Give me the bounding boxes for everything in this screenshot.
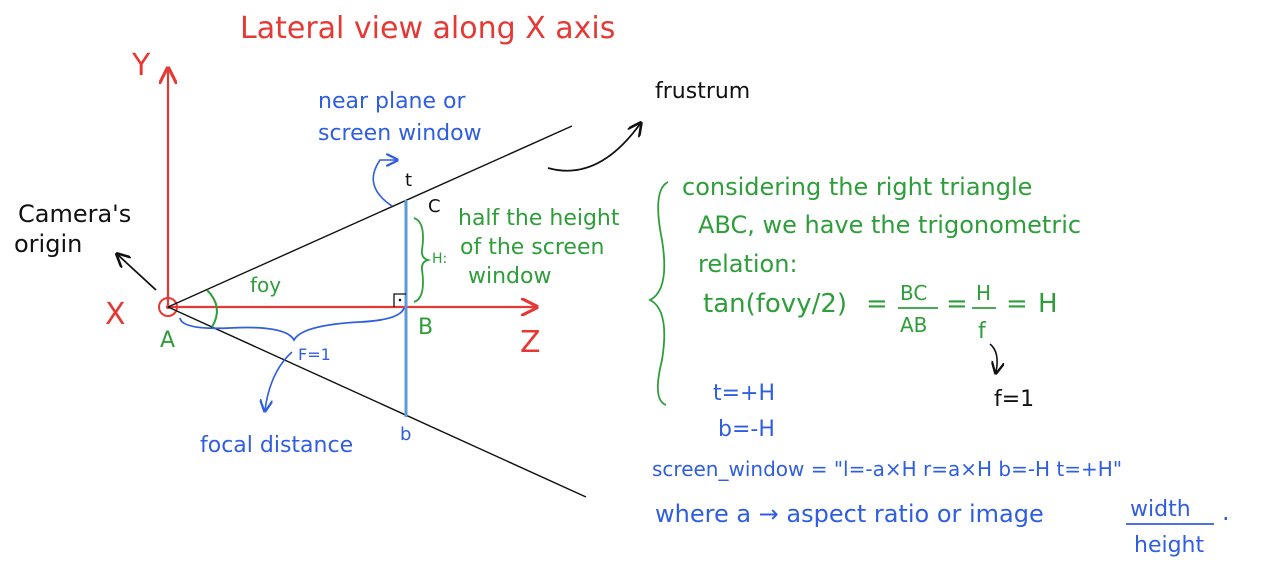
- explanation-brace: [647, 181, 669, 406]
- width-label: width: [1130, 497, 1191, 522]
- point-b-label: B: [418, 315, 433, 340]
- screen-window-line: screen_window = "l=-a×H r=a×H b=-H t=+H": [652, 457, 1122, 481]
- equation-tan: tan(fovy/2): [703, 289, 847, 319]
- right-angle-dot: [398, 298, 402, 302]
- bottom-b-label: b: [400, 424, 411, 445]
- where-line: where a → aspect ratio or image: [655, 500, 1044, 528]
- near-plane-label-1: near plane or: [318, 89, 466, 114]
- h-mark-label: H:: [432, 251, 447, 267]
- f-equals-one: f=1: [994, 387, 1034, 412]
- fov-label: foy: [250, 273, 281, 297]
- frustrum-arrow: [547, 124, 640, 172]
- focal-f-label: F=1: [298, 345, 331, 364]
- focal-pointer-curve: [265, 351, 293, 410]
- frustum-upper-edge: [167, 125, 573, 308]
- equation-result: H: [1038, 289, 1058, 319]
- frustum-lower-edge: [167, 306, 587, 498]
- focal-distance-label: focal distance: [200, 433, 353, 458]
- explanation-line-2: ABC, we have the trigonometric: [698, 211, 1081, 239]
- fov-arc: [206, 289, 218, 328]
- explanation-line-1: considering the right triangle: [682, 173, 1032, 201]
- point-c-label: C: [428, 196, 441, 217]
- equation-eq-2: =: [946, 289, 968, 319]
- half-height-line-1: half the height: [458, 206, 620, 231]
- camera-origin-arrow: [118, 255, 157, 291]
- near-plane-label-2: screen window: [318, 121, 482, 146]
- equation-bc: BC: [900, 281, 927, 305]
- right-angle-marker: [393, 293, 406, 307]
- period: .: [1222, 498, 1230, 526]
- half-height-line-2: of the screen: [460, 235, 604, 260]
- equation-eq-1: =: [866, 289, 888, 319]
- half-height-line-3: window: [468, 264, 551, 289]
- near-plane-pointer: [372, 160, 396, 207]
- camera-origin-label-1: Camera's: [18, 200, 131, 228]
- top-t-label: t: [405, 170, 412, 191]
- point-a-label: A: [160, 328, 175, 353]
- height-label: height: [1134, 533, 1204, 558]
- y-axis-label: Y: [131, 48, 151, 83]
- equation-h-num: H: [976, 281, 991, 305]
- equation-eq-3: =: [1006, 289, 1028, 319]
- explanation-line-3: relation:: [698, 250, 798, 278]
- equation-ab: AB: [900, 313, 927, 337]
- b-equals: b=-H: [718, 417, 775, 442]
- diagram-title: Lateral view along X axis: [240, 11, 615, 46]
- z-axis-label: Z: [520, 325, 541, 360]
- f-pointer: [989, 343, 997, 372]
- equation-f-den: f: [978, 319, 987, 344]
- x-axis-label: X: [105, 297, 126, 332]
- h-brace: [413, 217, 432, 303]
- camera-origin-label-2: origin: [14, 230, 82, 258]
- frustrum-label: frustrum: [655, 79, 750, 104]
- x-axis-origin-marker: [158, 297, 178, 317]
- focal-brace: [179, 307, 405, 342]
- t-equals: t=+H: [713, 381, 775, 406]
